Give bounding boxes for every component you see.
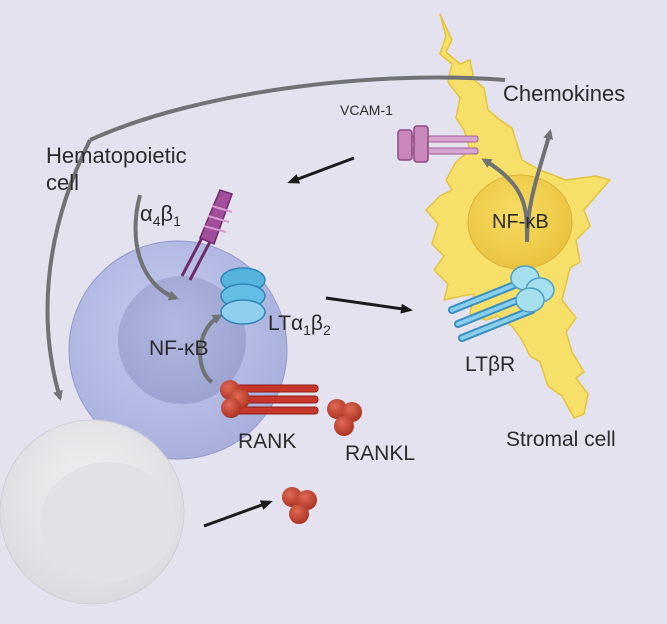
vcam1-label: VCAM-1 [340, 102, 393, 118]
ltbr-receptor [448, 265, 555, 342]
rankl-label: RANKL [345, 442, 415, 465]
daughter-nucleus [40, 462, 176, 582]
lt-alpha1beta2-label: LTα1β2 [268, 312, 331, 338]
hematopoietic-label-line1: Hematopoietic [46, 143, 187, 168]
hematopoietic-label-line2: cell [46, 170, 79, 195]
hematopoietic-nucleus [118, 276, 246, 404]
chemokines-label: Chemokines [503, 81, 625, 106]
alpha4beta1-receptor [180, 189, 233, 281]
ltbr-label: LTβR [465, 353, 515, 376]
stromal-cell-label: Stromal cell [506, 428, 616, 451]
arrow-to-daughter [45, 139, 92, 401]
arrow-vcam-to-hemato [287, 156, 355, 184]
rankl-free-trimer [282, 487, 317, 524]
arrow-lt-to-ltbr [325, 296, 413, 314]
vcam1-receptor [397, 125, 479, 163]
nfkb-left-label: NF-κB [149, 337, 209, 360]
arrow-top-long [89, 75, 506, 142]
alpha4beta1-label: α4β1 [140, 201, 181, 229]
lt-alpha1beta2 [220, 267, 266, 325]
rank-receptor [220, 380, 319, 418]
nfkb-right-label: NF-κB [492, 211, 549, 233]
arrow-to-nucleus [133, 194, 179, 301]
rankl-trimer [327, 399, 362, 436]
arrow-stromal-chemokines [525, 129, 554, 243]
rank-label: RANK [238, 430, 296, 453]
arrow-daughter-to-rankl [203, 500, 273, 528]
arrow-nfkb-loop [198, 314, 223, 384]
